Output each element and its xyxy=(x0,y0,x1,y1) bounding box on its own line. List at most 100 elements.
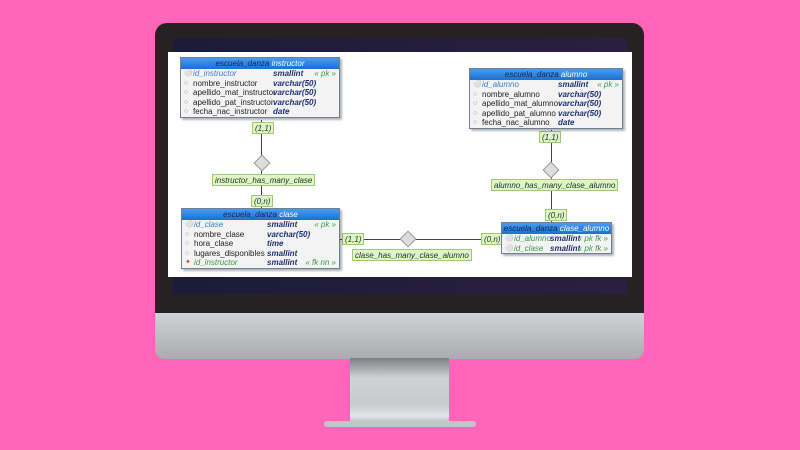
column-key: « pk » xyxy=(314,220,336,229)
table-column[interactable]: ○ fecha_nac_instructor date xyxy=(181,107,339,117)
foreign-key-icon: ✦ xyxy=(185,259,191,267)
column-type: varchar(50) xyxy=(273,78,317,88)
column-name: apellido_mat_instructor xyxy=(193,88,276,98)
monitor-stand xyxy=(350,358,449,424)
column-circle-icon: ○ xyxy=(473,119,478,127)
schema-name: escuela_danza xyxy=(503,224,558,233)
monitor-chin xyxy=(155,313,644,359)
column-type: varchar(50) xyxy=(558,99,602,109)
column-circle-icon: ○ xyxy=(184,98,189,106)
table-column[interactable]: ⚪id_alumno smallint « pk » xyxy=(470,80,622,90)
column-key: « fk nn » xyxy=(305,258,336,268)
relation-line-clase-clase-alumno xyxy=(340,239,501,240)
column-type: time xyxy=(267,239,284,249)
table-column[interactable]: ○ nombre_instructor varchar(50) xyxy=(181,79,339,89)
column-type: smallint xyxy=(550,243,581,253)
column-type: smallint xyxy=(550,234,581,243)
column-key: « pk fk » xyxy=(577,234,608,243)
column-name: id_alumno xyxy=(482,80,519,89)
key-icon: ⚪ xyxy=(184,70,193,77)
column-type: smallint xyxy=(267,258,298,268)
key-icon: ⚪ xyxy=(473,81,482,88)
cardinality-label: (1,1) xyxy=(539,131,562,143)
column-circle-icon: ○ xyxy=(184,79,189,87)
column-name: nombre_clase xyxy=(194,229,245,239)
column-circle-icon: ○ xyxy=(473,100,478,108)
table-column[interactable]: ✦id_instructor smallint « fk nn » xyxy=(182,258,339,268)
column-name: apellido_pat_instructor xyxy=(193,97,274,107)
column-name: hora_clase xyxy=(194,239,234,249)
table-name: clase xyxy=(279,210,298,219)
table-column[interactable]: ○ nombre_alumno varchar(50) xyxy=(470,90,622,100)
column-type: varchar(50) xyxy=(273,97,317,107)
table-column[interactable]: ○ hora_clase time xyxy=(182,239,339,249)
cardinality-label: (0,n) xyxy=(481,233,504,245)
column-name: fecha_nac_instructor xyxy=(193,107,268,117)
column-name: id_clase xyxy=(514,243,544,253)
relation-label[interactable]: alumno_has_many_clase_alumno xyxy=(491,179,619,191)
relation-label[interactable]: instructor_has_many_clase xyxy=(212,174,316,186)
table-column[interactable]: ○ fecha_nac_alumno date xyxy=(470,118,622,128)
table-column[interactable]: ⚪id_instructor smallint « pk » xyxy=(181,69,339,79)
column-name: apellido_mat_alumno xyxy=(482,99,559,109)
table-clase[interactable]: escuela_danza clase ⚪id_clase smallint « pk… xyxy=(181,208,340,269)
column-type: varchar(50) xyxy=(273,88,317,98)
cardinality-label: (1,1) xyxy=(342,233,365,245)
column-circle-icon: ○ xyxy=(184,89,189,97)
column-type: smallint xyxy=(558,80,589,89)
relation-label[interactable]: clase_has_many_clase_alumno xyxy=(352,249,472,261)
column-type: varchar(50) xyxy=(558,108,602,118)
column-type: smallint xyxy=(267,248,298,258)
column-circle-icon: ○ xyxy=(185,230,190,238)
column-name: id_clase xyxy=(194,220,224,229)
table-header: escuela_danza alumno xyxy=(470,69,622,80)
column-circle-icon: ○ xyxy=(473,109,478,117)
column-type: date xyxy=(273,107,290,117)
cardinality-label: (0,n) xyxy=(545,209,568,221)
table-column[interactable]: ○ nombre_clase varchar(50) xyxy=(182,230,339,240)
table-column[interactable]: ⚪id_clase smallint « pk » xyxy=(182,220,339,230)
column-key: « pk » xyxy=(597,80,619,89)
key-icon: ⚪ xyxy=(505,235,514,242)
column-name: id_alumno xyxy=(514,234,551,243)
cardinality-label: (0,n) xyxy=(251,195,274,207)
column-key: « pk fk » xyxy=(577,243,608,253)
cardinality-label: (1,1) xyxy=(252,122,275,134)
table-name: instructor xyxy=(271,59,305,68)
column-name: fecha_nac_alumno xyxy=(482,118,550,128)
column-circle-icon: ○ xyxy=(185,249,190,257)
column-name: apellido_pat_alumno xyxy=(482,108,556,118)
monitor-base xyxy=(324,421,476,427)
schema-name: escuela_danza xyxy=(223,210,277,219)
column-name: id_instructor xyxy=(193,69,237,78)
column-type: varchar(50) xyxy=(558,89,602,99)
column-type: smallint xyxy=(273,69,304,78)
table-name: alumno xyxy=(560,70,588,79)
column-name: nombre_instructor xyxy=(193,78,258,88)
column-key: « pk » xyxy=(314,69,336,78)
column-type: varchar(50) xyxy=(267,229,311,239)
column-type: date xyxy=(558,118,575,128)
column-circle-icon: ○ xyxy=(473,90,478,98)
column-name: nombre_alumno xyxy=(482,89,540,99)
key-icon: ⚪ xyxy=(185,221,194,228)
column-circle-icon: ○ xyxy=(185,240,190,248)
schema-name: escuela_danza xyxy=(504,70,559,79)
table-name: clase_alumno xyxy=(559,224,610,233)
schema-name: escuela_danza xyxy=(215,59,270,68)
column-name: lugares_disponibles xyxy=(194,248,265,258)
column-name: id_instructor xyxy=(194,258,238,268)
column-type: smallint xyxy=(267,220,298,229)
column-circle-icon: ○ xyxy=(184,108,189,116)
table-header: escuela_danza instructor xyxy=(181,58,339,69)
